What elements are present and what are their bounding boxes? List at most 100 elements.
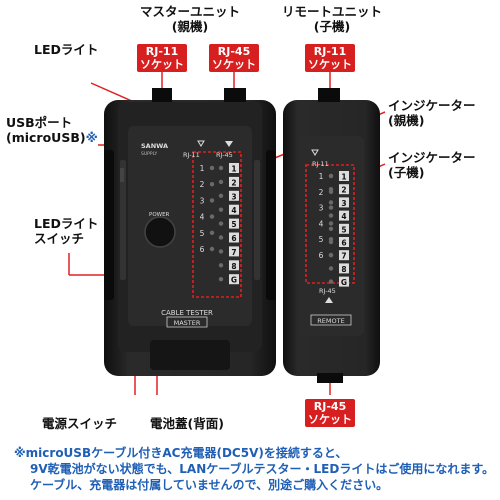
remote-rj45-led	[328, 279, 334, 284]
brand-sub: SUPPLY	[141, 151, 157, 157]
remote-rj45-number-box	[339, 223, 349, 234]
master-rj11-number: 1	[200, 164, 205, 173]
remote-rj11-badge: RJ-11 ソケット	[305, 44, 355, 72]
master-rj45-number-box	[229, 274, 239, 285]
master-label: MASTER	[174, 319, 201, 327]
master-rj45-led	[218, 277, 224, 282]
remote-rj11-badge-line2: ソケット	[308, 58, 352, 71]
indicator-remote-title: インジケーター	[388, 150, 476, 165]
master-rj11-led	[209, 214, 215, 219]
remote-rj45-number-box	[339, 197, 349, 208]
led-light-label: LEDライト	[34, 42, 99, 57]
master-rj45-badge-line1: RJ-45	[217, 45, 251, 58]
master-rj45-led	[218, 193, 224, 198]
remote-rj11-number: 6	[319, 251, 324, 260]
master-rj11-badge-line1: RJ-11	[145, 45, 179, 58]
remote-rj45-number-box	[339, 237, 349, 247]
master-rj11-badge-line2: ソケット	[140, 58, 184, 71]
master-rj11-led	[209, 165, 215, 171]
note-line-3: ケーブル、充電器は付属していませんので、別途ご購入ください。	[30, 478, 389, 492]
remote-rj45-number: 1	[341, 173, 346, 182]
remote-rj45-number: 3	[341, 199, 346, 208]
note-line-1: ※microUSBケーブル付きAC充電器(DC5V)を接続すると、	[14, 446, 348, 460]
master-rj45-led	[218, 221, 224, 226]
master-unit	[104, 88, 276, 376]
rj11-arrow-icon	[197, 140, 205, 147]
note-line-2: 9V乾電池がない状態でも、LANケーブルテスター・LEDライトはご使用になれます…	[30, 462, 495, 476]
master-rj11-number: 2	[200, 180, 205, 189]
master-rj11-led	[209, 198, 215, 203]
remote-rj45-number: 2	[341, 186, 346, 195]
brand-logo: SANWA	[141, 142, 168, 150]
master-unit-title: マスターユニット	[140, 4, 241, 19]
remote-label: REMOTE	[317, 317, 344, 325]
remote-rj45-badge-line1: RJ-45	[313, 400, 347, 413]
remote-rj45-badge: RJ-45 ソケット	[305, 399, 355, 427]
indicator-master-subtitle: (親機)	[388, 113, 425, 128]
remote-rj45-number-box	[339, 210, 349, 221]
remote-unit-title: リモートユニット	[282, 4, 383, 19]
master-rj11-col-label: RJ-11	[183, 151, 200, 159]
remote-rj45-number: 4	[341, 212, 346, 221]
master-rj45-led	[218, 165, 224, 171]
remote-rj45-col-label: RJ-45	[319, 287, 336, 295]
remote-rj45-led	[328, 200, 334, 205]
indicator-master-title: インジケーター	[388, 98, 476, 113]
usb-port-title: USBポート	[6, 115, 73, 130]
master-rj45-led	[218, 179, 224, 185]
master-rj45-number: 8	[231, 262, 236, 271]
usb-port-subtitle: (microUSB)	[6, 130, 86, 145]
master-rj45-number-box	[229, 232, 239, 243]
master-rj11-number: 6	[200, 245, 205, 254]
remote-rj11-col-label: RJ-11	[312, 160, 329, 168]
led-switch-title: LEDライト	[34, 216, 99, 231]
remote-rj45-led	[328, 173, 334, 179]
master-rj45-number: 2	[231, 178, 236, 187]
master-rj11-led	[209, 246, 215, 252]
remote-rj45-number-box	[339, 263, 349, 274]
remote-rj45-badge-line2: ソケット	[308, 413, 352, 426]
master-rj11-led	[209, 182, 215, 187]
master-rj45-number: 3	[231, 192, 236, 201]
master-rj11-number: 5	[200, 229, 205, 238]
master-rj45-led	[218, 207, 224, 212]
master-rj45-number: 5	[231, 220, 236, 229]
remote-rj45-arrow-icon	[325, 297, 333, 303]
cable-tester-label: CABLE TESTER	[161, 309, 213, 317]
indicator-master-label: インジケーター (親機)	[388, 98, 476, 128]
master-rj45-number-box	[229, 246, 239, 257]
led-switch-subtitle: スイッチ	[34, 231, 85, 246]
remote-rj45-number-box	[339, 276, 349, 287]
remote-unit	[283, 88, 380, 383]
master-rj11-number: 4	[200, 213, 205, 222]
rj45-arrow-icon	[225, 141, 233, 147]
master-rj45-number-box	[229, 260, 239, 271]
master-rj45-number: G	[231, 276, 237, 285]
master-unit-label: マスターユニット (親機)	[140, 4, 240, 34]
usb-port-note-mark: ※	[85, 130, 98, 145]
indicator-remote-subtitle: (子機)	[388, 165, 425, 180]
battery-cover-label: 電池蓋(背面)	[150, 416, 224, 431]
remote-rj45-number: G	[341, 278, 347, 287]
master-rj45-number-box	[229, 218, 239, 229]
remote-rj45-led	[328, 253, 334, 258]
master-rj45-number-box	[229, 204, 239, 215]
indicator-remote-label: インジケーター (子機)	[388, 150, 476, 180]
remote-rj45-number-box	[339, 184, 349, 195]
remote-rj45-number-box	[339, 171, 349, 181]
remote-rj45-led	[328, 239, 334, 245]
remote-rj45-number-box	[339, 250, 349, 261]
master-rj45-led	[218, 263, 224, 268]
master-unit-subtitle: (親機)	[171, 19, 209, 34]
master-rj45-number-box	[229, 176, 239, 187]
master-rj45-number-box	[229, 163, 239, 173]
remote-rj45-led	[328, 226, 334, 231]
remote-rj45-number: 8	[341, 265, 346, 274]
master-rj45-number-box	[229, 190, 239, 201]
master-rj45-led	[218, 249, 224, 254]
remote-unit-label: リモートユニット (子機)	[282, 4, 382, 34]
